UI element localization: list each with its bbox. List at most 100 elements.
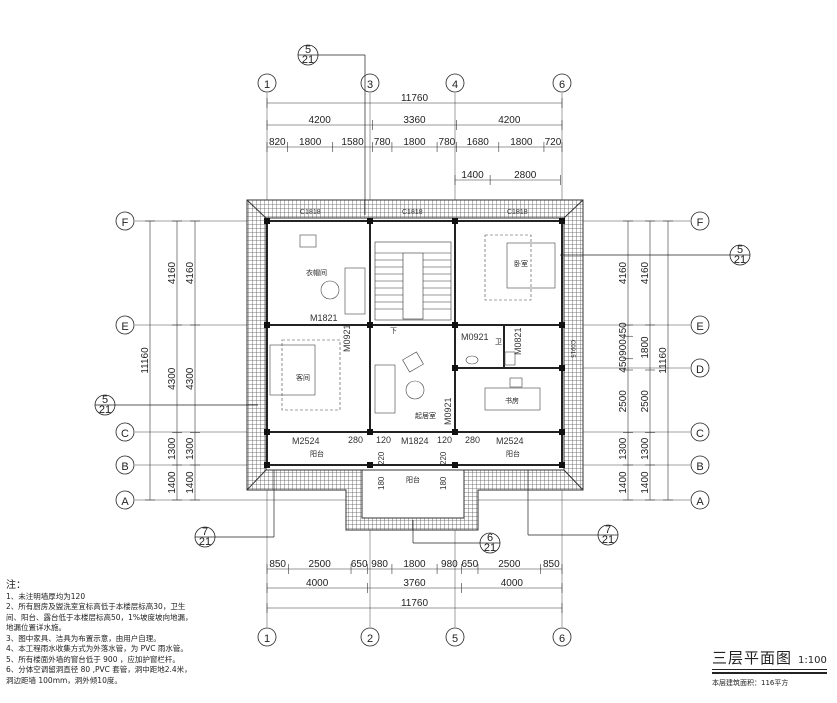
dimension-text: 1400 <box>167 471 178 494</box>
dimension-text: 450 <box>618 322 629 339</box>
dimension-text: 1300 <box>185 437 196 460</box>
dimension-text: 1800 <box>403 137 426 148</box>
dimension-text: 220 <box>377 451 386 465</box>
section-number: 5 <box>102 394 108 406</box>
window-label: C1818 <box>507 209 528 216</box>
dimension-text: 1400 <box>640 471 651 494</box>
window-label: C1818 <box>402 209 423 216</box>
door-label: M2524 <box>496 436 524 446</box>
note-line: 1、未注明墙厚均为120 <box>6 591 86 601</box>
door-label: M2524 <box>292 436 320 446</box>
axis-bubble <box>360 627 380 647</box>
dimension-text: 4160 <box>185 261 196 284</box>
dimension-text: 820 <box>269 137 286 148</box>
dimension-text: 4200 <box>309 115 332 126</box>
axis-label: F <box>122 217 129 229</box>
note-line: 4、本工程雨水收集方式为外落水管，为 PVC 雨水管。 <box>6 644 188 653</box>
window-label: C1818 <box>300 209 321 216</box>
section-sheet: 21 <box>199 536 211 548</box>
furniture <box>269 234 556 414</box>
notes-heading: 注： <box>6 580 26 591</box>
dimension-text: 850 <box>269 559 286 570</box>
door-label: M1821 <box>310 313 338 323</box>
opening-labels: C1818 C1818 C1818 C0915 M1821 M0921 M092… <box>292 209 575 490</box>
dimension-text: 650 <box>351 559 368 570</box>
axis-label: A <box>121 496 129 508</box>
dimension-text: 4160 <box>618 261 629 284</box>
general-notes: 注： 1、未注明墙厚均为120 2、所有厨房及盥洗室宜标高低于本楼层标高30，卫… <box>6 580 221 686</box>
room-labels: 衣帽间 卧室 客间 起居室 书房 卫 阳台 阳台 阳台 <box>296 259 528 484</box>
note-line: 地漏位置详水施。 <box>6 623 66 632</box>
dimension-text: 3760 <box>403 578 426 589</box>
axis-bubble <box>115 422 135 442</box>
drawing-scale: 1:100 <box>798 655 827 666</box>
dimension-text: 1680 <box>467 137 490 148</box>
dimension-text: 1400 <box>185 471 196 494</box>
room-balcony-right: 阳台 <box>506 449 520 458</box>
dimension-text: 900 <box>618 339 629 356</box>
dimension-text: 11160 <box>140 347 151 374</box>
note-line: 间、阳台、露台低于本楼层标高50，1%坡度坡向地漏， <box>6 612 193 622</box>
dimension-text: 11760 <box>401 598 429 609</box>
dimension-text: 1400 <box>618 471 629 494</box>
dimension-text: 720 <box>545 137 562 148</box>
dimension-text: 850 <box>543 559 560 570</box>
room-living: 起居室 <box>415 411 436 420</box>
section-sheet: 21 <box>602 534 614 546</box>
room-study: 书房 <box>505 396 519 405</box>
door-label: M0921 <box>461 332 489 342</box>
dimension-text: 280 <box>348 435 363 445</box>
dimension-text: 1300 <box>167 437 178 460</box>
section-sheet: 21 <box>734 254 746 266</box>
dimension-text: 2800 <box>514 170 537 181</box>
axis-bubble <box>690 455 710 475</box>
drawing-title: 三层平面图 <box>712 649 793 667</box>
dimension-text: 4000 <box>501 578 524 589</box>
room-cloakroom: 衣帽间 <box>306 268 327 277</box>
dimension-text: 220 <box>439 451 448 465</box>
section-number: 5 <box>737 244 743 256</box>
axis-bubble <box>690 490 710 510</box>
dimension-text: 11160 <box>658 347 669 374</box>
dimension-text: 980 <box>371 559 388 570</box>
dimension-text: 2500 <box>618 390 629 413</box>
axis-bubble <box>445 627 465 647</box>
dimension-text: 2500 <box>309 559 332 570</box>
door-label: M1824 <box>401 436 429 446</box>
dimension-text: 280 <box>465 435 480 445</box>
axis-label: 4 <box>452 79 458 91</box>
axis-bubble <box>445 73 465 93</box>
axis-bubble <box>360 73 380 93</box>
dimension-text: 120 <box>437 435 452 445</box>
axis-label: 1 <box>264 79 270 91</box>
axis-bubble <box>690 315 710 335</box>
dimension-text: 2500 <box>640 390 651 413</box>
axis-bubble <box>690 211 710 231</box>
dimension-text: 180 <box>439 476 448 490</box>
dimension-text: 3360 <box>403 115 426 126</box>
dimension-text: 11760 <box>401 93 429 104</box>
section-sheet: 21 <box>99 404 111 416</box>
axis-label: 2 <box>367 633 373 645</box>
door-label: M0821 <box>513 327 523 355</box>
axis-label: C <box>121 428 129 440</box>
axis-bubble <box>115 315 135 335</box>
axis-bubble <box>257 73 277 93</box>
axis-label: 6 <box>559 633 565 645</box>
section-sheet: 21 <box>484 542 496 554</box>
floor-area: 本层建筑面积：116平方 <box>712 679 789 687</box>
axis-label: E <box>121 321 128 333</box>
dimension-text: 780 <box>374 137 391 148</box>
dimension-text: 1800 <box>640 336 651 359</box>
columns <box>264 218 565 468</box>
section-sheet: 21 <box>302 54 314 66</box>
room-bath: 卫 <box>495 338 502 346</box>
axis-bubble <box>115 211 135 231</box>
room-balcony-center: 阳台 <box>406 475 420 484</box>
axis-label: A <box>696 496 704 508</box>
axis-label: D <box>696 364 704 376</box>
dimension-text: 4160 <box>167 261 178 284</box>
axis-label: F <box>697 217 704 229</box>
